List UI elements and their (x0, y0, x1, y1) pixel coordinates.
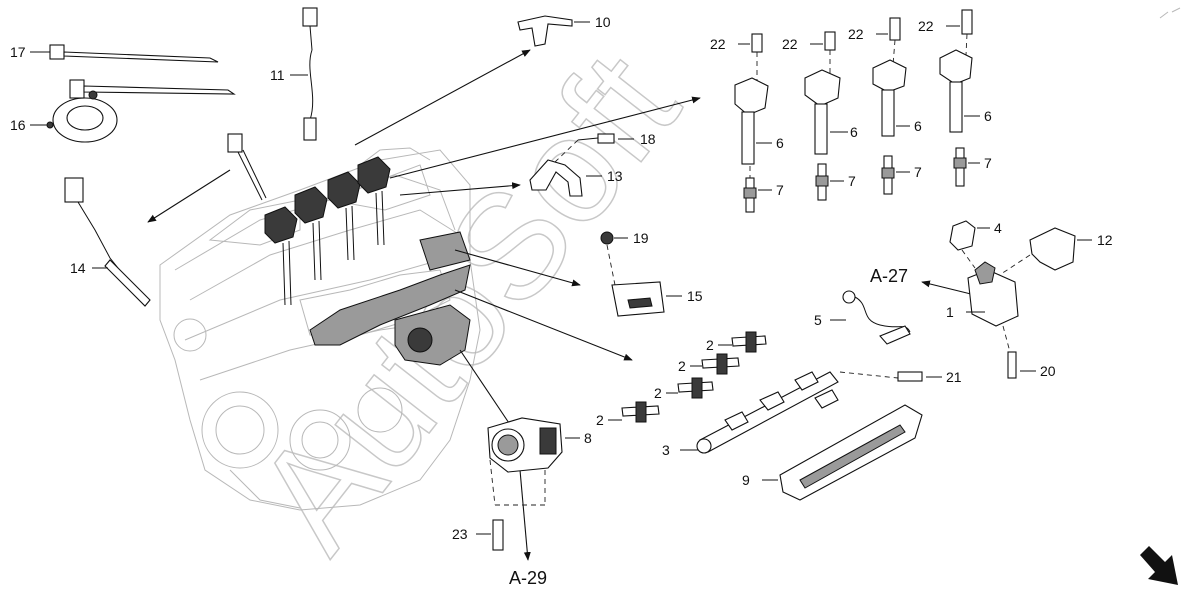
part-2-injector-a: 2 (706, 331, 767, 353)
part-7-spark-plug-d: 7 (953, 147, 992, 187)
callout-2-b: 2 (678, 358, 686, 374)
callout-19: 19 (633, 230, 649, 246)
corner-mark (1159, 7, 1181, 19)
callout-17: 17 (10, 44, 26, 60)
part-11-oxygen-sensor: 11 (270, 7, 318, 141)
callout-10: 10 (595, 14, 611, 30)
part-2-injector-c: 2 (654, 377, 714, 401)
part-7-spark-plug-b: 7 (815, 163, 856, 201)
engine-intake-rail (309, 231, 471, 366)
callout-6-a: 6 (776, 135, 784, 151)
callout-12: 12 (1097, 232, 1113, 248)
part-6-coil-c: 6 (872, 59, 922, 137)
part-7-spark-plug-a: 7 (743, 166, 784, 213)
part-2-injector-b: 2 (678, 353, 740, 375)
callout-16: 16 (10, 117, 26, 133)
part-21-bolt: 21 (839, 369, 962, 385)
part-22-bolt-b: 22 (782, 31, 836, 80)
part-6-coil-b: 6 (804, 69, 858, 155)
callout-9: 9 (742, 472, 750, 488)
callout-13: 13 (607, 168, 623, 184)
callout-22-a: 22 (710, 36, 726, 52)
callout-1: 1 (946, 304, 954, 320)
part-22-bolt-d: 22 (918, 9, 973, 56)
callout-7-b: 7 (848, 173, 856, 189)
engine-probe (227, 133, 267, 201)
part-4-cap: 4 (949, 220, 1002, 269)
callout-15: 15 (687, 288, 703, 304)
part-16-clip: 16 (10, 79, 236, 143)
part-6-coil-a: 6 (734, 77, 784, 165)
callout-22-d: 22 (918, 18, 934, 34)
engine-ignition-coils (264, 156, 391, 306)
callout-5: 5 (814, 312, 822, 328)
arrow-down-right-icon[interactable] (1140, 546, 1178, 585)
callout-7-a: 7 (776, 182, 784, 198)
callout-23: 23 (452, 526, 468, 542)
part-7-spark-plug-c: 7 (881, 155, 922, 195)
callout-18: 18 (640, 131, 656, 147)
callout-6-d: 6 (984, 108, 992, 124)
reference-a29: A-29 (509, 568, 547, 588)
part-5-fuel-pipe: 5 (814, 290, 911, 345)
callout-6-b: 6 (850, 124, 858, 140)
part-12-cover: 12 (997, 227, 1113, 277)
callout-22-c: 22 (848, 26, 864, 42)
callout-2-d: 2 (596, 412, 604, 428)
callout-20: 20 (1040, 363, 1056, 379)
part-19-bolt: 19 (600, 230, 649, 286)
part-6-coil-d: 6 (939, 49, 992, 133)
callout-8: 8 (584, 430, 592, 446)
part-15-cover: 15 (611, 281, 703, 317)
callout-6-c: 6 (914, 118, 922, 134)
callout-2-a: 2 (706, 337, 714, 353)
callout-2-c: 2 (654, 385, 662, 401)
callout-14: 14 (70, 260, 86, 276)
callout-7-c: 7 (914, 164, 922, 180)
part-2-injector-d: 2 (596, 401, 660, 428)
part-9-heat-shield: 9 (742, 404, 923, 501)
callout-11: 11 (270, 67, 285, 83)
exploded-view-arrows (147, 49, 976, 561)
callout-7-d: 7 (984, 155, 992, 171)
part-18-bolt: 18 (554, 131, 656, 163)
part-20-bolt: 20 (1002, 325, 1056, 379)
part-22-bolt-c: 22 (848, 17, 901, 66)
part-3-fuel-rail: 3 (662, 371, 839, 458)
part-23-bolt: 23 (452, 519, 504, 551)
part-10-bracket: 10 (517, 14, 611, 47)
reference-a27: A-27 (870, 266, 908, 286)
part-14-oxygen-sensor: 14 (64, 177, 151, 307)
callout-4: 4 (994, 220, 1002, 236)
callout-22-b: 22 (782, 36, 798, 52)
part-8-throttle-body: 8 (487, 417, 592, 506)
part-1-fuel-pump: 1 (946, 261, 1019, 327)
callout-21: 21 (946, 369, 962, 385)
part-17-cable-tie: 17 (10, 44, 219, 63)
callout-3: 3 (662, 442, 670, 458)
part-13-bracket: 13 (529, 159, 623, 197)
